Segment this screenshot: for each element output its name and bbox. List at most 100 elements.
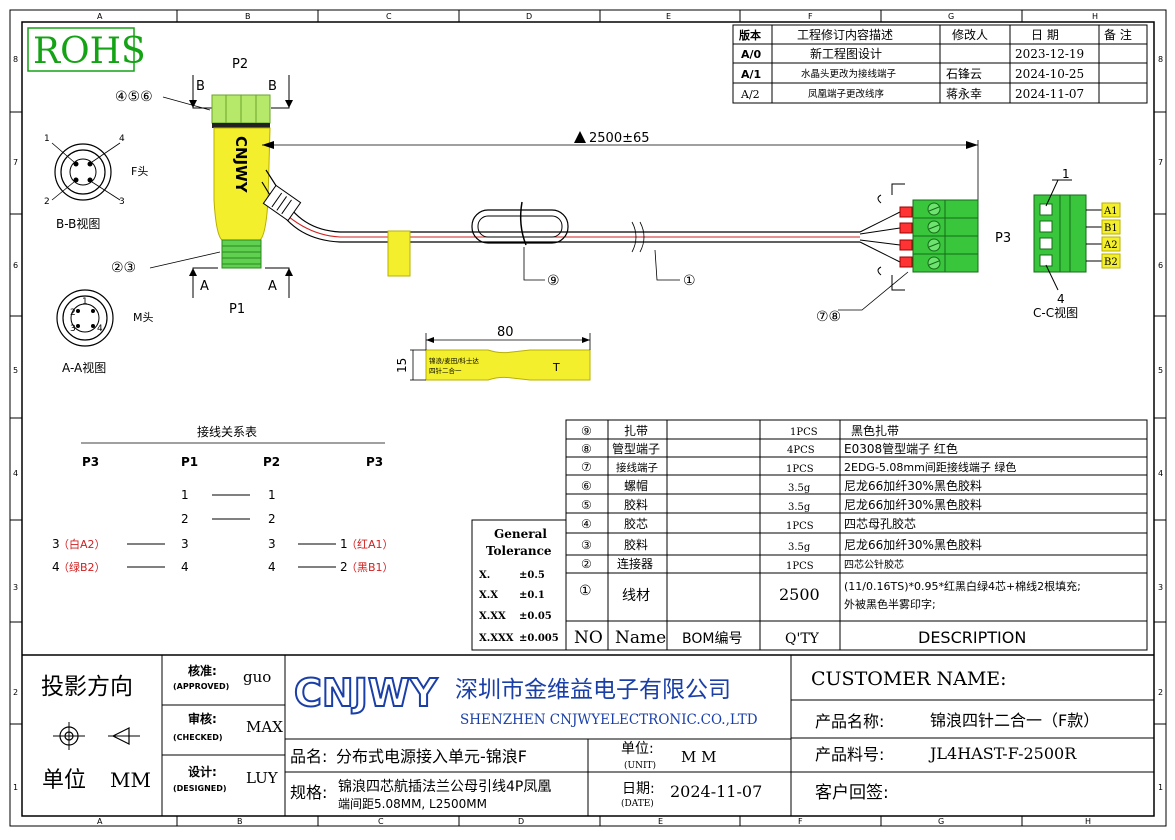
bom-4-desc: 四芯母孔胶芯 — [844, 516, 916, 531]
tol-title-2: Tolerance — [486, 544, 552, 558]
section-a-right: A — [268, 279, 277, 294]
row-8: 8 — [13, 55, 18, 64]
spec-line-1: 锦浪四芯航插法兰公母引线4P凤凰 — [338, 778, 551, 795]
outer-frame — [9, 9, 1167, 827]
bom-2-no: ② — [581, 557, 592, 571]
cc-title: C-C视图 — [1033, 305, 1078, 320]
col-h: H — [1092, 12, 1098, 21]
cable: 2500±65 ⑨ ① — [261, 131, 979, 289]
row-2-right: 2 — [1158, 688, 1163, 697]
wiring-r1-p1: 2 — [181, 512, 189, 526]
rev-1-by: 石锋云 — [946, 67, 982, 81]
product-name-label: 品名: — [290, 747, 327, 766]
wiring-r3-p2: 4 — [268, 560, 276, 574]
bom-8-no: ⑧ — [581, 442, 592, 456]
wiring-h-p2: P2 — [263, 455, 280, 469]
bom-h-qty: Q'TY — [785, 631, 820, 647]
bb-pin-4: 4 — [119, 134, 125, 144]
reply-label: 客户回签: — [815, 783, 889, 803]
section-a-left: A — [200, 279, 209, 294]
designed-label: 设计: — [188, 764, 217, 779]
row-5: 5 — [13, 366, 18, 375]
pno-value: JL4HAST-F-2500R — [928, 744, 1077, 763]
pno-label: 产品料号: — [815, 745, 884, 764]
bom-7-name: 接线端子 — [616, 461, 658, 474]
view-aa: 1 2 3 4 M头 A-A视图 — [56, 289, 154, 375]
wiring-r3-left-num: 4 — [52, 560, 60, 574]
cc-pin-b2: B2 — [1104, 257, 1118, 268]
col-g-bottom: G — [938, 817, 944, 826]
spec-label: 规格: — [290, 783, 327, 802]
rev-2-ver: A/2 — [740, 88, 760, 101]
aa-pin-2: 2 — [70, 308, 76, 318]
rev-2-date: 2024-11-07 — [1015, 87, 1084, 101]
column-markers: A B C D E F G H A B C D E F G H — [97, 10, 1098, 826]
bom-row-7: ⑦ 接线端子 1PCS 2EDG-5.08mm间距接线端子 绿色 — [581, 460, 1016, 475]
bom-1-no: ① — [579, 583, 592, 599]
bom-3-name: 胶料 — [624, 537, 648, 552]
bom-5-name: 胶料 — [624, 497, 648, 512]
tol-title-1: General — [494, 527, 547, 541]
bom-2-desc: 四芯公针胶芯 — [844, 558, 904, 571]
bom-2-name: 连接器 — [617, 556, 653, 571]
bom-row-1: ① 线材 2500 (11/0.16TS)*0.95*红黑白绿4芯+棉线2根填充… — [579, 579, 1081, 611]
col-e: E — [666, 12, 671, 21]
approved-label: 核准: — [188, 663, 217, 678]
p3-label: P3 — [995, 231, 1011, 246]
tol-0-val: ±0.5 — [519, 570, 545, 581]
tol-2-key: X.XX — [479, 611, 506, 622]
parts-bottom-balloons: ②③ — [111, 260, 136, 276]
bom-9-name: 扎带 — [624, 424, 648, 438]
bom-3-no: ③ — [581, 538, 592, 552]
rohs-box — [27, 27, 135, 72]
bom-row-5: ⑤ 胶料 3.5g 尼龙66加纤30%黑色胶料 — [581, 497, 982, 513]
aa-gender: M头 — [133, 311, 154, 324]
wiring-r1-p2: 2 — [268, 512, 276, 526]
rev-header-desc: 工程修订内容描述 — [797, 27, 893, 42]
col-b-bottom: B — [237, 817, 243, 826]
wiring-h-p1: P1 — [181, 455, 198, 469]
wiring-r0-p2: 1 — [268, 488, 276, 502]
bom-9-desc: 黑色扎带 — [851, 424, 899, 438]
bom-5-qty: 3.5g — [788, 502, 811, 513]
rev-header-ver: 版本 — [739, 28, 761, 42]
approved-en: (APPROVED) — [173, 682, 229, 691]
cc-pin-a1: A1 — [1103, 206, 1118, 217]
row-3-right: 3 — [1158, 583, 1163, 592]
terminal-block: P3 ⑦⑧ — [816, 183, 1011, 325]
bom-h-no: NO — [574, 628, 603, 648]
wiring-r2-p2: 3 — [268, 537, 276, 551]
col-g: G — [948, 12, 954, 21]
row-6-right: 6 — [1158, 261, 1163, 270]
bom-h-desc: DESCRIPTION — [918, 628, 1026, 647]
label-width: 80 — [497, 325, 514, 340]
wiring-r2-left-num: 3 — [52, 537, 60, 551]
wiring-r2-left-note: （白A2） — [58, 537, 106, 551]
aa-pin-1: 1 — [82, 297, 88, 307]
bom-row-6: ⑥ 螺帽 3.5g 尼龙66加纤30%黑色胶料 — [581, 478, 982, 494]
revision-table: 版本 工程修订内容描述 修改人 日 期 备 注 A/0 新工程图设计 2023-… — [732, 24, 1148, 104]
bom-1-desc2: 外被黑色半雾印字; — [844, 597, 936, 611]
cc-pin-a2: A2 — [1103, 240, 1118, 251]
balloon-cable: ① — [683, 273, 696, 289]
bom-9-no: ⑨ — [581, 424, 592, 438]
bom-9-qty: 1PCS — [790, 427, 818, 438]
bom-7-qty: 1PCS — [786, 464, 814, 475]
col-c: C — [386, 12, 392, 21]
wiring-table: 接线关系表 P3 P1 P2 P3 1 1 2 2 3 （白A2） 3 3 1 … — [52, 424, 394, 574]
bom-h-name: Name — [615, 628, 666, 648]
bom-6-desc: 尼龙66加纤30%黑色胶料 — [844, 478, 982, 493]
rev-1-ver: A/1 — [741, 68, 761, 81]
bb-pin-2: 2 — [44, 197, 50, 207]
wiring-r2-p1: 3 — [181, 537, 189, 551]
wiring-h-p3-left: P3 — [82, 455, 99, 469]
row-7-right: 7 — [1158, 158, 1163, 167]
rev-0-date: 2023-12-19 — [1015, 47, 1084, 61]
bom-6-qty: 3.5g — [788, 483, 811, 494]
bb-title: B-B视图 — [56, 216, 100, 231]
rev-1-desc: 水晶头更改为接线端子 — [801, 68, 897, 80]
row-4-right: 4 — [1158, 469, 1163, 478]
balloon-terminal: ⑦⑧ — [816, 309, 841, 325]
projection-label: 投影方向 — [41, 674, 133, 700]
aa-pin-4: 4 — [97, 324, 103, 334]
